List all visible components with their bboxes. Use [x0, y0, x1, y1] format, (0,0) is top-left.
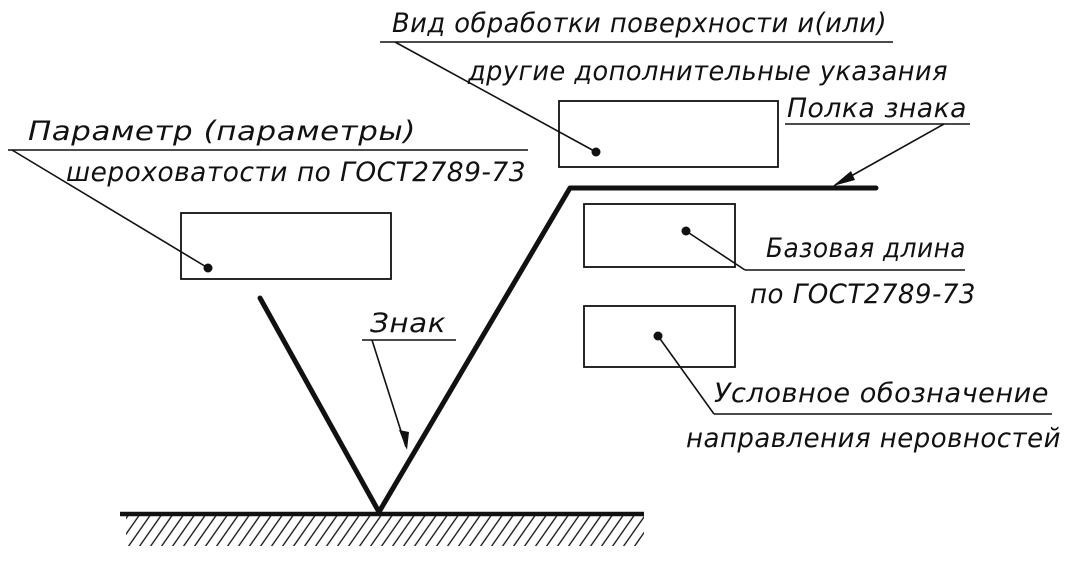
sign-short-leg [257, 295, 382, 515]
sign-long-leg-and-shelf [376, 185, 879, 515]
roughness-sign [257, 185, 879, 515]
base-length-label-line2: по ГОСТ2789-73 [750, 279, 976, 310]
shelf-leader [834, 123, 945, 186]
surface-hatching [126, 516, 644, 546]
sign-label: Знак [370, 308, 446, 339]
lay-direction-label-line2: направления неровностей [686, 423, 1061, 454]
base-length-box [583, 203, 736, 268]
shelf-arrowhead [833, 171, 855, 186]
base-length-leader [685, 230, 746, 271]
sign-leader [371, 339, 407, 448]
roughness-parameter-label-line1: Параметр (параметры) [28, 116, 416, 147]
roughness-parameter-label-line2: шероховатости по ГОСТ2789-73 [66, 157, 526, 188]
lay-direction-box [583, 305, 736, 368]
lay-direction-leader [657, 335, 715, 415]
surface-treatment-label-line2: другие дополнительные указания [467, 56, 948, 87]
text-labels: Вид обработки поверхности и(или) другие … [28, 8, 1061, 454]
surface-treatment-label-line1: Вид обработки поверхности и(или) [392, 8, 887, 39]
surface-treatment-leader [394, 41, 597, 153]
surface-treatment-box [558, 100, 779, 168]
roughness-parameter-leader [11, 149, 209, 269]
shelf-label: Полка знака [787, 93, 967, 124]
leader-lines [8, 41, 1052, 450]
lay-direction-label-line1: Условное обозначение [714, 378, 1049, 409]
base-length-label-line1: Базовая длина [766, 233, 966, 264]
base-surface [120, 511, 644, 546]
roughness-parameter-box [180, 212, 392, 280]
sign-arrowhead [399, 430, 409, 450]
